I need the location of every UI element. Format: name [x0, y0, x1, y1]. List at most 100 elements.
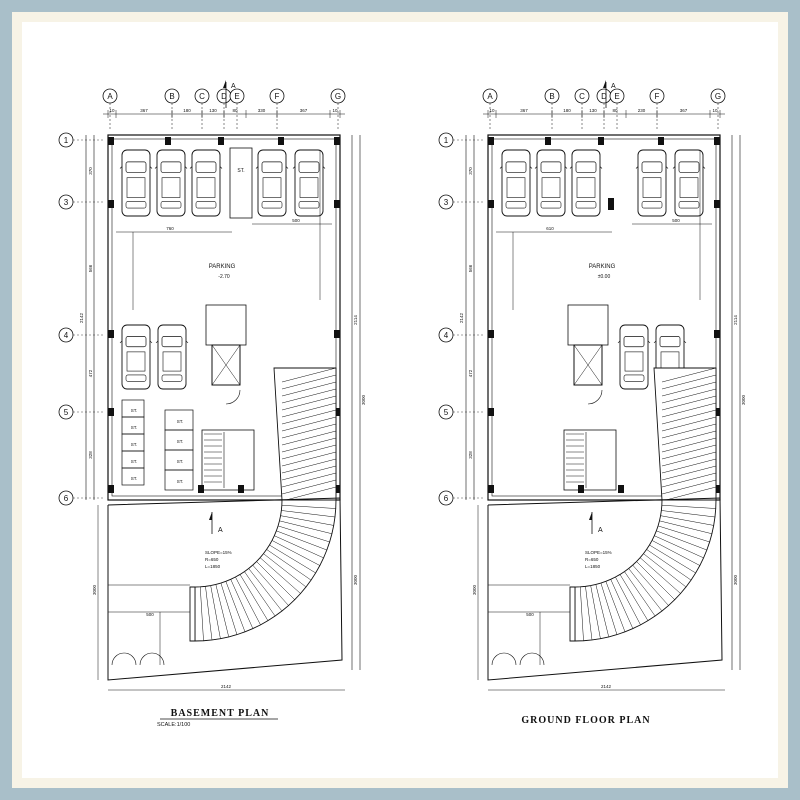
ramp-hatch [281, 402, 337, 418]
ramp-hatch [651, 540, 700, 566]
section-arrow [603, 80, 606, 88]
column [714, 137, 720, 145]
ramp-hatch [659, 520, 712, 534]
ramp-hatch [281, 374, 337, 390]
storage-room [229, 147, 253, 219]
grid-row-bubble-label: 6 [444, 494, 449, 503]
ramp-tail [569, 586, 576, 642]
dim-bottom: 2142 [221, 684, 232, 689]
ramp-hatch [244, 571, 276, 617]
ramp-hatch [281, 510, 336, 518]
grid-row-bubble-label: 4 [64, 331, 69, 340]
ramp-hatch [281, 505, 336, 509]
section-mark-bottom: A [598, 527, 603, 534]
ramp-hatch [277, 525, 330, 543]
dim-label-left: 566 [88, 264, 93, 272]
dim-right-lower: 3000 [361, 394, 366, 405]
dim-total-right: 2114 [353, 315, 358, 325]
column [658, 137, 664, 145]
car-mirror [184, 166, 188, 169]
dim-inner2: 500 [672, 218, 680, 223]
dim-label-top: 180 [563, 108, 571, 113]
ramp-hatch [281, 465, 337, 481]
dim-label-left: 328 [468, 451, 473, 459]
car-icon [672, 149, 706, 217]
dim-label-top: 367 [300, 108, 308, 113]
ramp-hatch [595, 584, 609, 637]
dim-inner2: 500 [292, 218, 300, 223]
column [334, 137, 340, 145]
section-arrow [209, 512, 212, 520]
dim-site: 500 [526, 612, 534, 617]
grid-row-bubble-label: 1 [444, 136, 449, 145]
ramp-hatch [248, 568, 283, 612]
ramp-hatch [585, 586, 593, 641]
column [334, 408, 340, 416]
ramp-straight [273, 367, 337, 501]
ramp-hatch [225, 581, 246, 632]
ramp-hatch [205, 586, 213, 641]
ramp-hatch [281, 479, 337, 495]
storage-label: ST. [237, 168, 244, 174]
dim-label-top: 10 [489, 108, 495, 113]
car-mirror [564, 166, 568, 169]
dim-total-right: 2114 [733, 315, 738, 325]
dim-label-top: 230 [638, 108, 646, 113]
dim-total-left: 2142 [79, 312, 84, 323]
ramp-hatch [610, 579, 634, 629]
room-label: PARKING [589, 264, 616, 270]
car-mirror [499, 166, 503, 169]
dim-label-top: 130 [209, 108, 217, 113]
grid-col-bubble-label: F [655, 92, 660, 101]
column [714, 330, 720, 338]
car-mirror [617, 340, 621, 344]
storage-label: ST. [177, 479, 184, 484]
ramp-hatch [269, 544, 316, 574]
ramp-hatch [643, 553, 687, 588]
dim-label-top: 10 [332, 108, 338, 113]
ramp-hatch [661, 479, 717, 495]
gate-arc [139, 652, 165, 666]
car-icon [155, 324, 189, 390]
ramp-hatch [281, 437, 337, 453]
level-label: ±0.00 [598, 274, 611, 280]
ramp-hatch [661, 510, 716, 518]
grid-row-bubble-label: 5 [444, 408, 449, 417]
car-mirror [665, 166, 669, 169]
room-label: PARKING [209, 264, 236, 270]
ramp-hatch [590, 585, 601, 639]
car-icon [499, 149, 533, 217]
ramp-note: R=650 [585, 557, 599, 562]
grid-row-bubble-label: 1 [64, 136, 69, 145]
ramp-hatch [661, 367, 717, 383]
ramp-hatch [615, 576, 641, 625]
car-mirror [219, 166, 223, 169]
car-mirror [154, 166, 158, 169]
ramp-hatch [661, 458, 717, 474]
dim-inner: 760 [166, 226, 174, 231]
stair-core [201, 429, 255, 491]
car-icon [617, 324, 651, 390]
dim-label-top: 180 [183, 108, 191, 113]
column [108, 485, 114, 493]
ramp-hatch [656, 530, 707, 551]
site-boundary [487, 497, 723, 681]
dim-label-left: 370 [88, 167, 93, 175]
ramp-hatch [281, 416, 337, 432]
column [218, 137, 224, 145]
dim-inner: 610 [546, 226, 554, 231]
grid-row-bubble-label: 3 [444, 198, 449, 207]
car-icon [292, 149, 326, 217]
section-arrow [589, 512, 592, 520]
ramp-hatch [200, 586, 204, 641]
ramp-note: SLOPE=15% [205, 550, 232, 555]
car-mirror [683, 340, 687, 344]
ramp-hatch [274, 535, 324, 559]
car-mirror [149, 340, 153, 344]
ramp-hatch [661, 374, 717, 390]
grid-col-bubble-label: F [275, 92, 280, 101]
grid-col-bubble-label: A [487, 92, 493, 101]
car-mirror [653, 340, 657, 344]
